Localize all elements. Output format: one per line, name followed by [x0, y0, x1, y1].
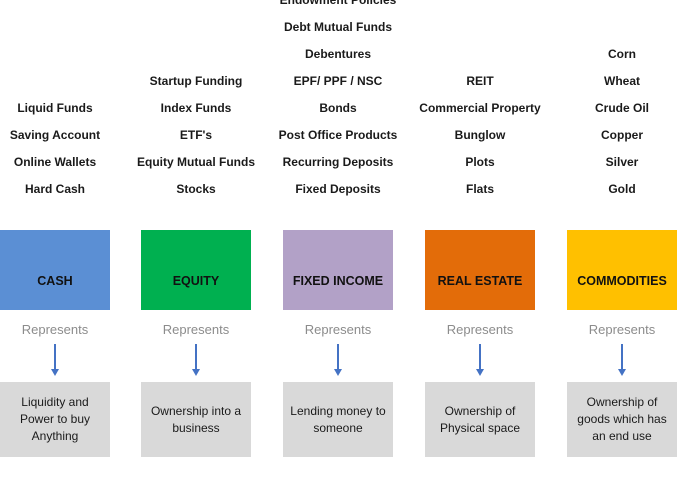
description-box: Ownership of Physical space: [425, 382, 535, 457]
category-label: CASH: [37, 274, 73, 288]
description-text: Ownership of goods which has an end use: [577, 395, 667, 443]
example-item: Bunglow: [454, 128, 506, 142]
down-arrow-icon: [50, 344, 59, 376]
example-item: Crude Oil: [594, 101, 649, 115]
represents-label: Represents: [304, 322, 372, 337]
category-box: CASH: [0, 230, 110, 310]
example-item: Bonds: [319, 101, 357, 115]
description-box: Liquidity and Power to buy Anything: [0, 382, 110, 457]
description-text: Ownership of Physical space: [439, 403, 521, 435]
example-item: Silver: [605, 155, 639, 169]
example-item: Endowment Policies: [279, 0, 397, 7]
example-item: Debentures: [304, 47, 372, 61]
example-item: Debt Mutual Funds: [284, 20, 392, 34]
example-item: Wheat: [604, 74, 640, 88]
description-text: Lending money to someone: [290, 403, 386, 435]
represents-label: Represents: [21, 322, 89, 337]
example-item: Corn: [608, 47, 636, 61]
description-text: Liquidity and Power to buy Anything: [19, 395, 91, 443]
category-label: EQUITY: [172, 274, 220, 288]
example-item: Online Wallets: [13, 155, 97, 169]
example-item: Copper: [601, 128, 643, 142]
down-arrow-icon: [191, 344, 200, 376]
example-item: Hard Cash: [24, 182, 86, 196]
down-arrow-icon: [617, 344, 626, 376]
example-item: Plots: [465, 155, 495, 169]
category-box: REAL ESTATE: [425, 230, 535, 310]
example-item: REIT: [466, 74, 494, 88]
down-arrow-icon: [475, 344, 484, 376]
represents-label: Represents: [162, 322, 230, 337]
example-item: Saving Account: [9, 128, 101, 142]
example-item: Flats: [465, 182, 494, 196]
represents-label: Represents: [446, 322, 514, 337]
category-label: REAL ESTATE: [437, 274, 523, 288]
category-label: FIXED INCOME: [292, 274, 384, 288]
down-arrow-icon: [333, 344, 342, 376]
example-item: ETF's: [179, 128, 213, 142]
example-item: Startup Funding: [149, 74, 243, 88]
category-box: EQUITY: [141, 230, 251, 310]
description-box: Lending money to someone: [283, 382, 393, 457]
example-item: Commercial Property: [419, 101, 541, 115]
description-box: Ownership into a business: [141, 382, 251, 457]
example-item: Gold: [608, 182, 636, 196]
example-item: Index Funds: [160, 101, 232, 115]
example-item: Stocks: [176, 182, 216, 196]
example-item: EPF/ PPF / NSC: [293, 74, 383, 88]
example-item: Equity Mutual Funds: [137, 155, 255, 169]
category-box: COMMODITIES: [567, 230, 677, 310]
example-item: Post Office Products: [278, 128, 398, 142]
category-label: COMMODITIES: [577, 274, 667, 288]
example-item: Fixed Deposits: [295, 182, 381, 196]
category-box: FIXED INCOME: [283, 230, 393, 310]
example-item: Liquid Funds: [17, 101, 93, 115]
represents-label: Represents: [588, 322, 656, 337]
description-text: Ownership into a business: [150, 403, 242, 435]
description-box: Ownership of goods which has an end use: [567, 382, 677, 457]
example-item: Recurring Deposits: [282, 155, 394, 169]
